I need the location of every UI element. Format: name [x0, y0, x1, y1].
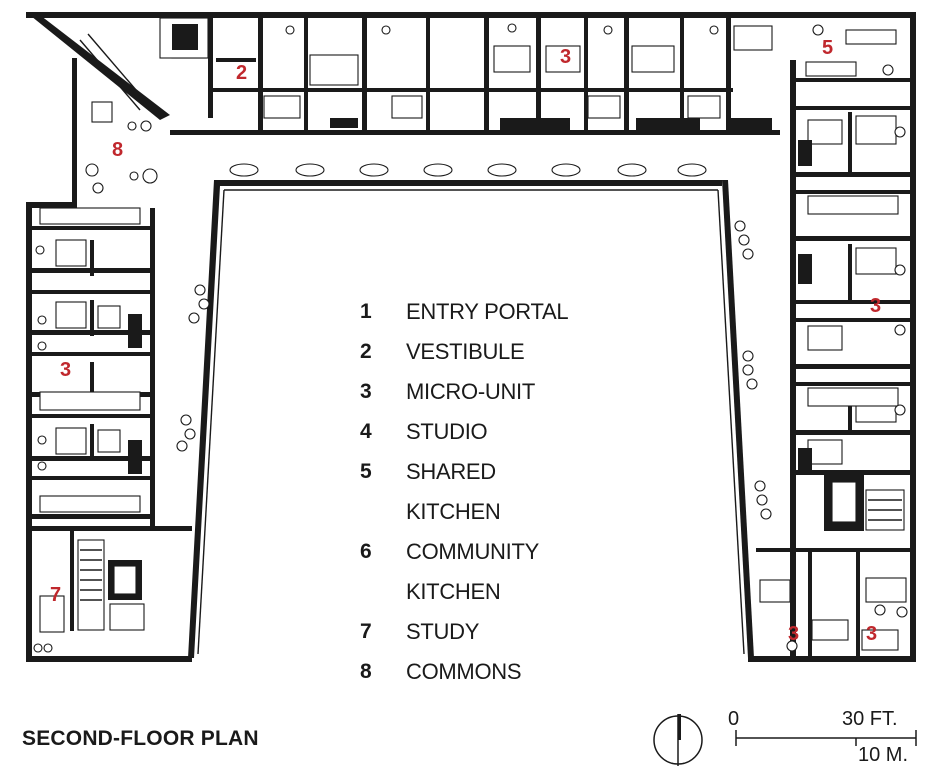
legend-number: 7: [360, 620, 372, 643]
west-wing-units: [32, 207, 150, 519]
legend-number: 3: [360, 380, 372, 403]
scale-feet-label: 30 FT.: [842, 708, 898, 730]
legend-number: 5: [360, 460, 372, 483]
plan-title: SECOND-FLOOR PLAN: [22, 727, 259, 750]
scale-bar: [735, 730, 917, 746]
legend-label: MICRO-UNIT: [406, 379, 535, 404]
room-legend: 1 ENTRY PORTAL 2 VESTIBULE 3 MICRO-UNIT …: [360, 292, 620, 692]
plan-label-commons: 8: [112, 139, 123, 161]
legend-item: 4 STUDIO: [360, 412, 620, 452]
legend-number: 4: [360, 420, 372, 443]
legend-label: STUDIO: [406, 419, 488, 444]
plan-label-micro-unit-top: 3: [560, 46, 571, 68]
legend-label: STUDY: [406, 619, 480, 644]
plan-label-vestibule: 2: [236, 62, 247, 84]
legend-label: ENTRY PORTAL: [406, 299, 569, 324]
plan-label-study: 7: [50, 584, 61, 606]
legend-item: 8 COMMONS: [360, 652, 620, 692]
legend-item: 7 STUDY: [360, 612, 620, 652]
courtyard-benches: [176, 163, 772, 520]
legend-label: COMMUNITY KITCHEN: [406, 539, 539, 604]
plan-label-micro-unit-se1: 3: [788, 623, 799, 645]
scale-meters-label: 10 M.: [858, 744, 909, 766]
plan-label-micro-unit-west: 3: [60, 359, 71, 381]
legend-number: 6: [360, 540, 372, 563]
north-arrow-icon: [653, 714, 703, 766]
east-wing-units: [756, 61, 910, 656]
commons-area: [79, 33, 158, 194]
top-wing-units: [159, 17, 897, 130]
legend-label: SHARED KITCHEN: [406, 459, 501, 524]
legend-number: 2: [360, 340, 372, 363]
study-and-stair-core: [32, 526, 192, 653]
legend-item: 2 VESTIBULE: [360, 332, 620, 372]
legend-item: 3 MICRO-UNIT: [360, 372, 620, 412]
scale-zero-label: 0: [728, 708, 740, 730]
legend-label: VESTIBULE: [406, 339, 525, 364]
plan-label-shared-kitchen: 5: [822, 37, 833, 59]
plan-label-micro-unit-se2: 3: [866, 623, 877, 645]
legend-label: COMMONS: [406, 659, 522, 684]
plan-label-micro-unit-east: 3: [870, 295, 881, 317]
legend-item: 6 COMMUNITY KITCHEN: [360, 532, 620, 612]
exterior-walls: [26, 12, 916, 662]
legend-number: 1: [360, 300, 372, 323]
legend-item: 5 SHARED KITCHEN: [360, 452, 620, 532]
legend-item: 1 ENTRY PORTAL: [360, 292, 620, 332]
legend-number: 8: [360, 660, 372, 683]
